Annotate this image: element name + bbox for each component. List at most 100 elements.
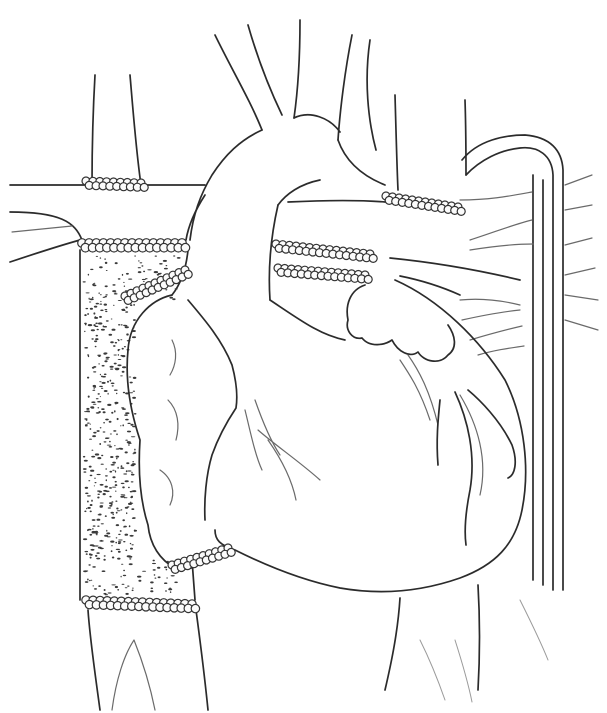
stipple-dot	[116, 508, 118, 510]
stipple-dot	[109, 502, 112, 504]
stipple-dot	[160, 273, 162, 274]
stipple-dot	[90, 269, 93, 270]
stipple-dot	[137, 576, 141, 578]
stipple-dot	[99, 491, 102, 493]
stipple-dot	[138, 580, 141, 582]
stipple-dot	[93, 324, 95, 326]
stipple-dot	[110, 541, 114, 543]
stipple-dot	[116, 458, 117, 460]
stipple-dot	[108, 507, 111, 508]
stipple-dot	[104, 352, 108, 354]
stipple-dot	[92, 367, 95, 369]
stipple-dot	[90, 428, 92, 430]
stipple-dot	[153, 560, 155, 562]
stipple-dot	[104, 258, 105, 260]
stipple-dot	[125, 451, 128, 453]
stipple-dot	[92, 566, 96, 568]
stipple-dot	[154, 574, 156, 575]
stipple-dot	[138, 260, 139, 262]
stipple-dot	[114, 363, 117, 365]
stipple-dot	[84, 511, 86, 513]
stipple-dot	[111, 550, 113, 552]
stipple-dot	[128, 279, 132, 280]
stipple-dot	[105, 491, 109, 493]
stipple-dot	[173, 255, 175, 256]
stipple-dot	[111, 319, 113, 320]
stipple-dot	[132, 336, 136, 338]
stipple-dot	[125, 440, 128, 441]
stipple-dot	[118, 540, 122, 541]
stipple-dot	[111, 584, 115, 585]
stipple-dot	[113, 305, 114, 306]
stipple-dot	[83, 538, 87, 540]
stipple-dot	[150, 581, 154, 583]
stipple-dot	[92, 297, 93, 299]
stipple-dot	[94, 306, 97, 308]
stipple-dot	[104, 589, 106, 591]
stipple-dot	[129, 503, 133, 504]
stipple-dot	[100, 396, 101, 397]
stipple-dot	[117, 589, 119, 591]
stipple-dot	[96, 558, 100, 560]
stipple-dot	[110, 369, 113, 370]
stipple-dot	[89, 439, 92, 440]
stipple-dot	[103, 411, 106, 413]
stipple-dot	[126, 470, 128, 472]
stipple-dot	[94, 388, 95, 389]
stipple-dot	[131, 544, 133, 545]
stipple-dot	[90, 406, 94, 408]
stipple-dot	[130, 382, 133, 384]
stipple-dot	[115, 403, 116, 405]
stipple-dot	[134, 255, 135, 257]
stipple-dot	[131, 472, 132, 474]
stipple-dot	[109, 334, 113, 336]
stipple-dot	[93, 371, 96, 372]
stipple-dot	[120, 375, 123, 376]
stipple-dot	[102, 376, 106, 378]
stipple-dot	[107, 381, 109, 383]
stipple-dot	[97, 401, 101, 403]
stipple-dot	[171, 575, 175, 576]
stipple-dot	[105, 296, 107, 298]
stipple-dot	[87, 313, 89, 315]
stipple-dot	[123, 282, 125, 283]
stipple-dot	[114, 293, 118, 294]
stipple-dot	[84, 570, 88, 571]
stipple-dot	[123, 494, 125, 495]
stipple-dot	[128, 487, 130, 488]
stipple-dot	[104, 390, 108, 392]
upper-left-vessel	[92, 75, 141, 185]
stipple-dot	[96, 335, 98, 337]
stipple-dot	[95, 346, 97, 348]
stipple-dot	[109, 446, 113, 447]
stipple-dot	[93, 525, 96, 526]
stipple-dot	[113, 514, 114, 516]
stipple-dot	[94, 485, 95, 486]
stipple-dot	[152, 563, 156, 564]
stipple-dot	[166, 265, 168, 266]
stipple-dot	[110, 456, 113, 458]
stipple-dot	[133, 377, 137, 379]
stipple-dot	[112, 470, 115, 471]
stipple-dot	[157, 274, 159, 276]
stipple-dot	[103, 593, 106, 595]
stipple-dot	[88, 564, 90, 565]
stipple-dot	[105, 309, 108, 310]
stipple-dot	[109, 496, 111, 498]
stipple-dot	[131, 508, 134, 510]
stipple-dot	[166, 569, 168, 571]
stipple-dot	[115, 481, 117, 483]
stipple-dot	[110, 434, 112, 435]
stipple-dot	[97, 519, 101, 521]
stipple-dot	[94, 478, 96, 479]
stipple-dot	[132, 490, 136, 492]
stipple-dot	[104, 326, 107, 328]
stipple-dot	[111, 412, 113, 414]
stipple-dot	[84, 347, 88, 349]
stipple-dot	[120, 425, 121, 426]
stipple-dot	[91, 580, 93, 581]
stipple-dot	[85, 324, 87, 326]
stipple-dot	[97, 494, 100, 495]
stipple-dot	[117, 418, 119, 420]
